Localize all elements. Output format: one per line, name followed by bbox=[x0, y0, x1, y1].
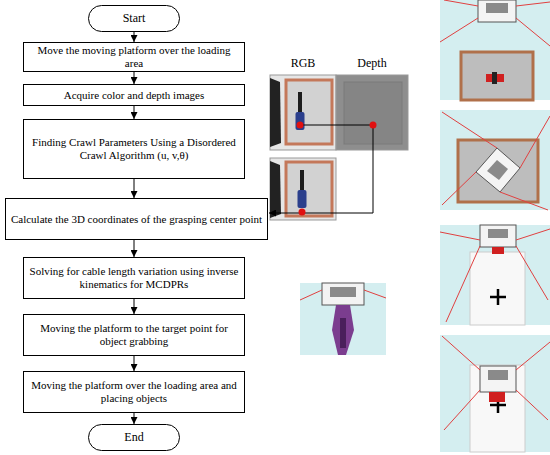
loading-area bbox=[286, 80, 332, 144]
flow-arrow bbox=[134, 32, 135, 42]
moving-platform bbox=[322, 283, 364, 305]
grasp-point bbox=[297, 122, 304, 129]
platform-edge bbox=[270, 161, 281, 218]
loading-area bbox=[461, 52, 533, 100]
image-label: Depth bbox=[336, 56, 408, 70]
node-text: Acquire color and depth images bbox=[64, 89, 205, 102]
moving-platform bbox=[476, 148, 520, 192]
scene-image bbox=[440, 335, 550, 452]
node-text: Start bbox=[123, 12, 146, 25]
cable bbox=[516, 342, 550, 370]
process-box: Moving the platform over the loading are… bbox=[23, 371, 245, 413]
loading-area bbox=[286, 162, 332, 216]
node-text: Calculate the 3D coordinates of the gras… bbox=[11, 213, 262, 226]
rgb-image bbox=[270, 158, 336, 220]
cable bbox=[300, 290, 322, 300]
cable bbox=[516, 18, 550, 46]
scene-image bbox=[440, 225, 550, 325]
cable bbox=[364, 290, 386, 298]
flow-arrow bbox=[134, 240, 135, 257]
grasp-point bbox=[370, 122, 377, 129]
image-label: RGB bbox=[270, 56, 336, 70]
cable bbox=[516, 390, 548, 420]
cable bbox=[516, 229, 550, 240]
screwdriver-shaft bbox=[300, 170, 304, 192]
node-text: Finding Crawl Parameters Using a Disorde… bbox=[27, 136, 241, 162]
platform-motor bbox=[488, 370, 508, 380]
cable bbox=[516, 2, 550, 6]
terminal-oval: Start bbox=[88, 5, 180, 32]
moving-platform bbox=[478, 0, 516, 22]
placing-area bbox=[470, 252, 525, 325]
scene-image bbox=[300, 283, 386, 355]
cable bbox=[500, 192, 548, 210]
cable bbox=[440, 18, 478, 42]
pointer-arrow bbox=[269, 213, 373, 214]
gripper-object bbox=[332, 305, 354, 355]
terminal-oval: End bbox=[88, 424, 180, 451]
flow-arrow bbox=[134, 413, 135, 424]
cable bbox=[444, 0, 478, 6]
node-text: Move the moving platform over the loadin… bbox=[27, 44, 241, 70]
process-box: Finding Crawl Parameters Using a Disorde… bbox=[23, 119, 245, 179]
scene-image bbox=[440, 110, 550, 210]
scene-image bbox=[440, 0, 550, 100]
target-object bbox=[492, 72, 497, 84]
cable bbox=[440, 232, 480, 240]
pointer-line bbox=[373, 125, 374, 213]
node-text: End bbox=[124, 431, 143, 444]
platform-motor bbox=[488, 229, 508, 238]
process-box: Moving the platform to the target point … bbox=[23, 314, 245, 356]
rgb-image bbox=[270, 75, 336, 150]
cable bbox=[446, 246, 480, 322]
flow-arrow bbox=[134, 72, 135, 84]
flow-arrow bbox=[134, 299, 135, 314]
cable bbox=[442, 112, 497, 148]
cable bbox=[516, 246, 548, 300]
cable bbox=[444, 390, 480, 430]
screwdriver-shaft bbox=[298, 92, 302, 114]
target-cross bbox=[497, 289, 500, 305]
platform-motor bbox=[486, 3, 508, 13]
moving-platform bbox=[480, 366, 516, 392]
moving-platform bbox=[480, 225, 516, 247]
process-box: Calculate the 3D coordinates of the gras… bbox=[5, 198, 268, 240]
node-text: Moving the platform to the target point … bbox=[27, 322, 241, 348]
cable bbox=[442, 172, 476, 205]
platform-motor bbox=[487, 160, 508, 180]
process-box: Solving for cable length variation using… bbox=[23, 257, 245, 299]
target-object bbox=[492, 247, 504, 254]
cable bbox=[520, 116, 550, 168]
loading-area bbox=[458, 140, 538, 202]
platform-motor bbox=[330, 287, 356, 297]
flow-arrow bbox=[134, 356, 135, 371]
cable bbox=[442, 336, 480, 370]
flow-arrow bbox=[134, 106, 135, 119]
flow-arrow bbox=[134, 179, 135, 198]
node-text: Moving the platform over the loading are… bbox=[27, 379, 241, 405]
tool-body bbox=[340, 318, 346, 348]
screwdriver-handle bbox=[298, 190, 307, 208]
target-object bbox=[489, 392, 505, 402]
placing-area bbox=[470, 365, 525, 452]
grasp-point bbox=[299, 209, 306, 216]
platform-edge bbox=[270, 78, 281, 147]
node-text: Solving for cable length variation using… bbox=[27, 265, 241, 291]
pointer-line bbox=[300, 125, 373, 126]
depth-image bbox=[336, 75, 408, 150]
process-box: Move the moving platform over the loadin… bbox=[23, 42, 245, 72]
screwdriver-handle bbox=[296, 112, 305, 130]
process-box: Acquire color and depth images bbox=[23, 84, 245, 106]
